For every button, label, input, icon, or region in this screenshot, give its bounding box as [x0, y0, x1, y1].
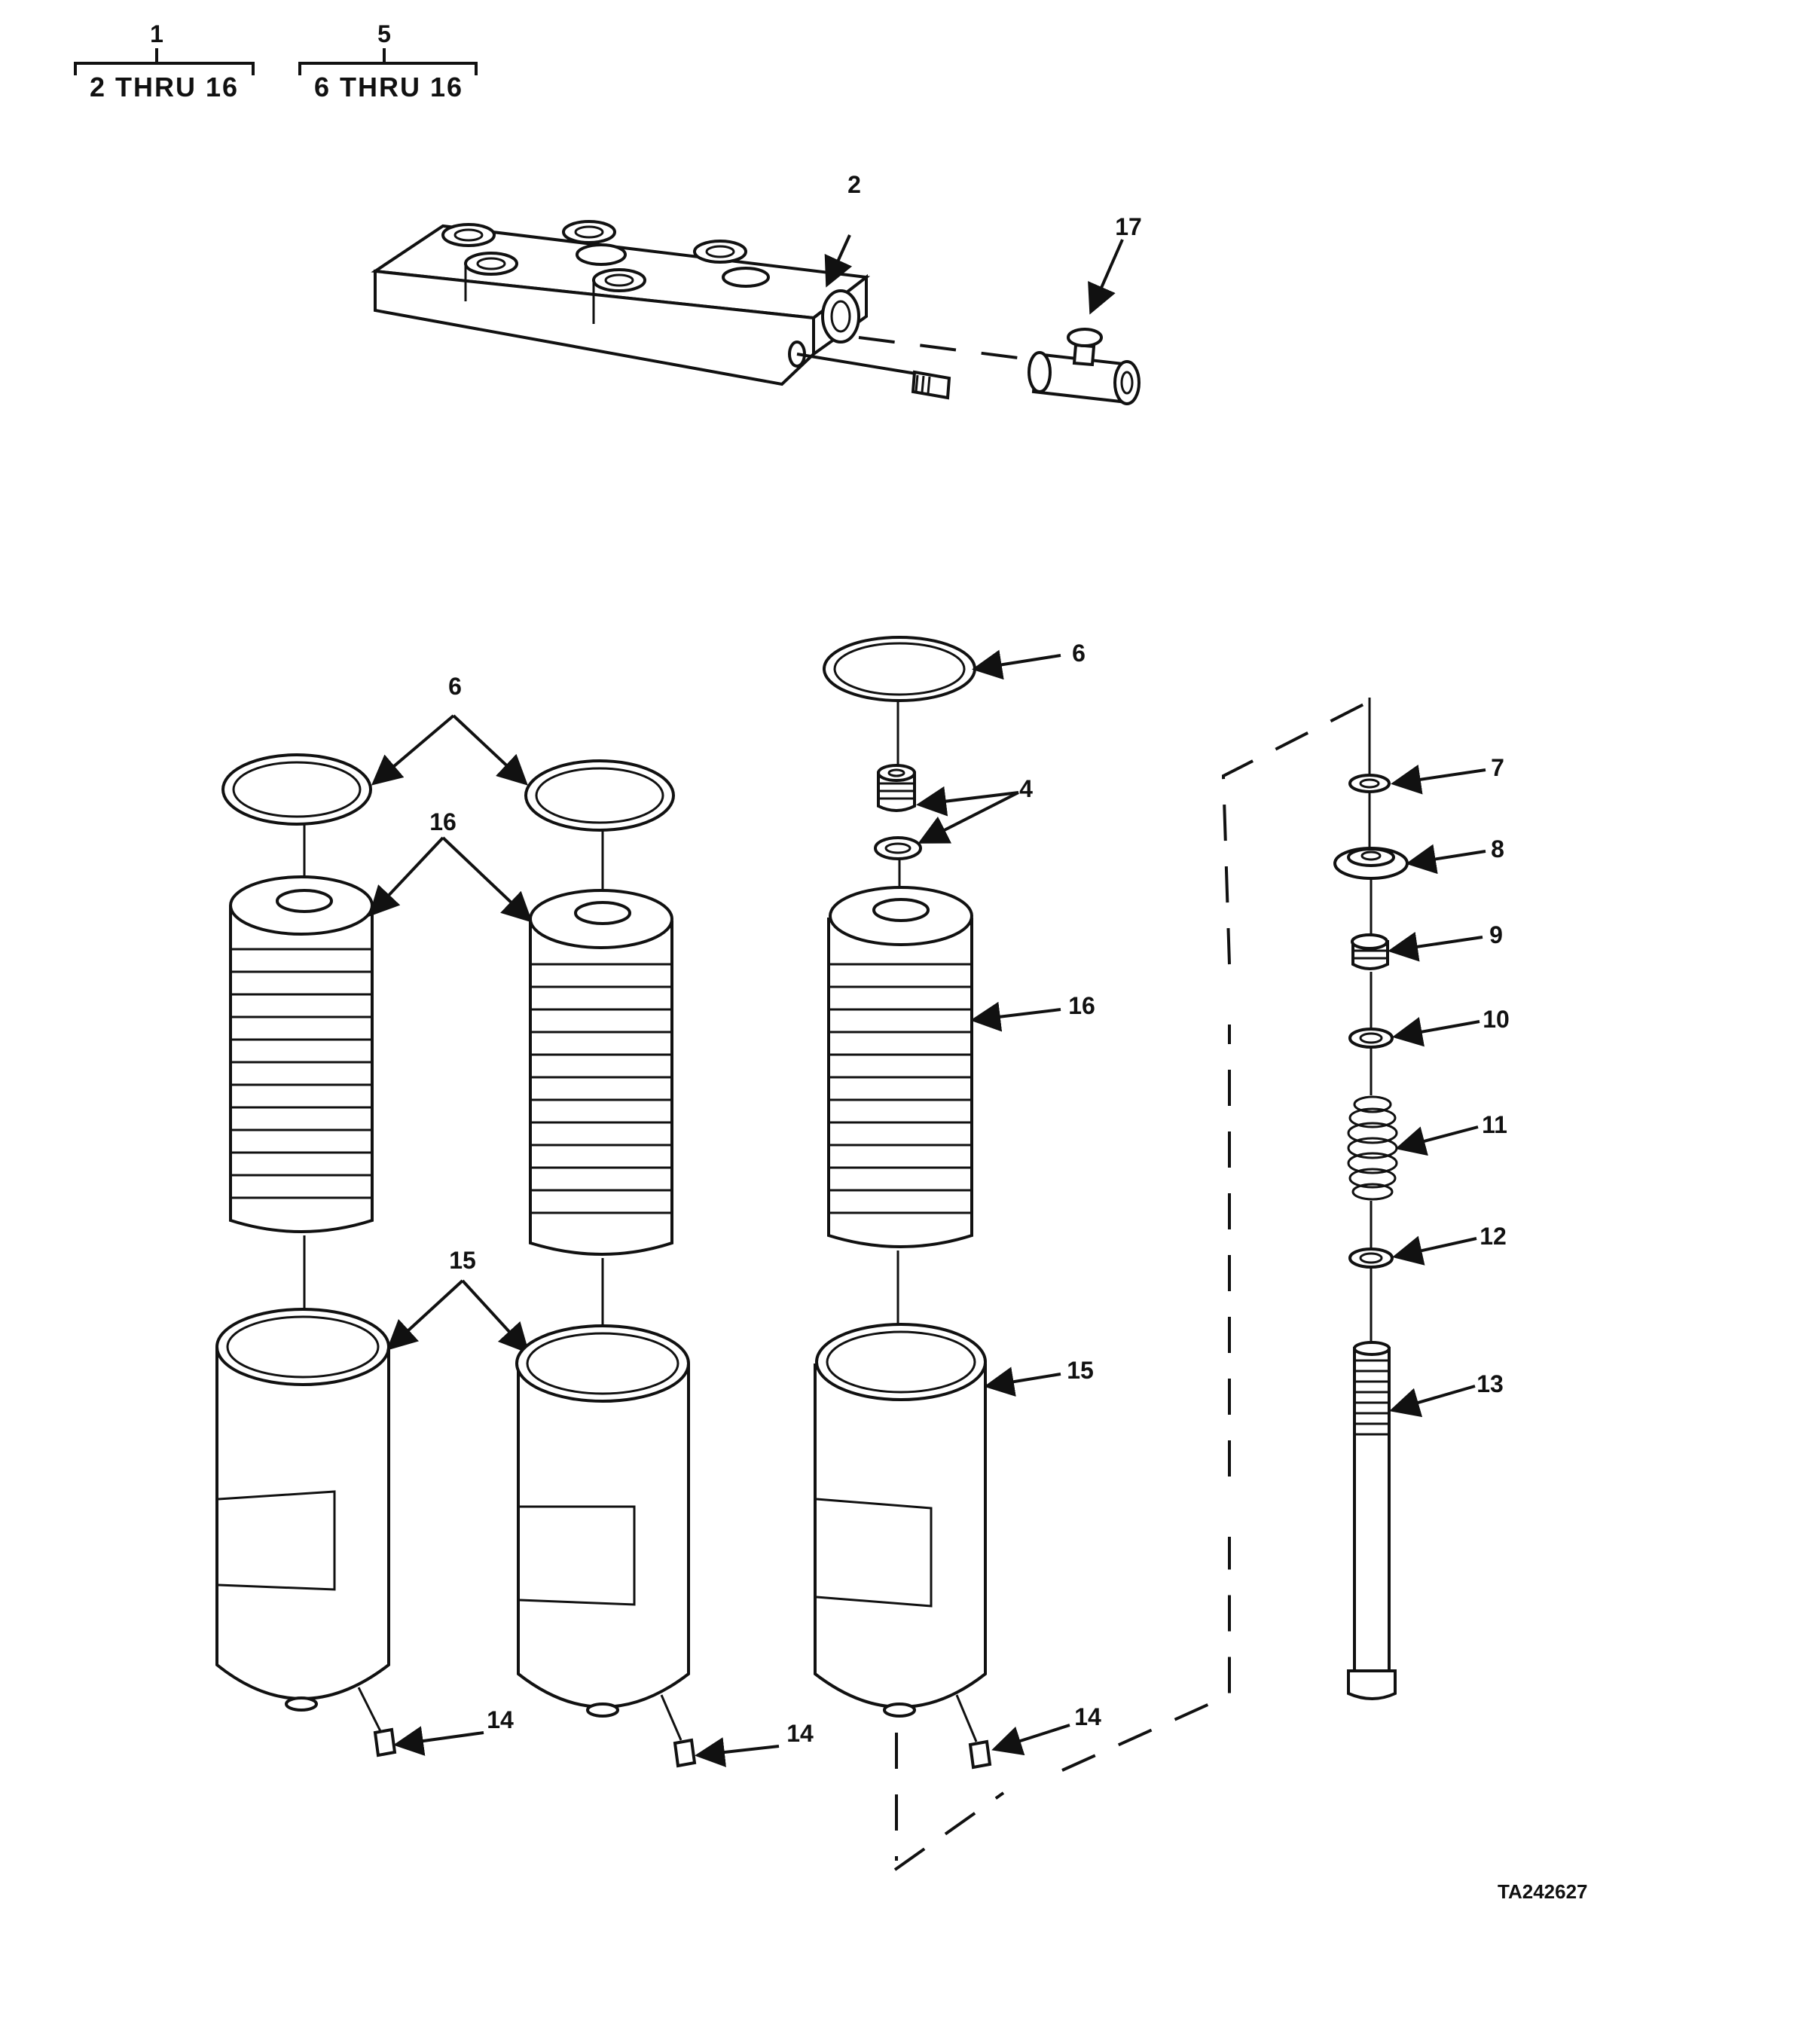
callout-11: 11 [1482, 1111, 1507, 1138]
header-bracket-group-1: 1 2 THRU 16 [74, 20, 255, 102]
bracket-range-1: 2 THRU 16 [90, 72, 239, 102]
filter-assembly-left [215, 753, 397, 1757]
dashed-relation-line [893, 699, 1372, 1871]
filter-assembly-middle [515, 759, 697, 1768]
tee-fitting [858, 328, 1141, 405]
callout-15-left: 15 [449, 1247, 476, 1274]
center-bolt-stack [1333, 698, 1409, 1700]
filter-assembly-right [814, 636, 992, 1861]
filter-head-manifold [371, 220, 871, 386]
bracket-number-5: 5 [377, 20, 391, 47]
callout-2: 2 [847, 171, 861, 198]
callout-12: 12 [1480, 1223, 1507, 1250]
header-bracket-group-5: 5 6 THRU 16 [298, 20, 478, 102]
callout-10: 10 [1483, 1006, 1510, 1033]
callout-16-left: 16 [429, 808, 457, 835]
callout-9: 9 [1489, 921, 1503, 948]
bracket-number-1: 1 [150, 20, 163, 47]
pipe-plug [796, 353, 951, 400]
callout-17: 17 [1115, 213, 1142, 240]
callout-7: 7 [1491, 754, 1504, 781]
callout-4: 4 [1019, 775, 1033, 802]
callout-6-right: 6 [1072, 640, 1086, 667]
callout-6-left: 6 [448, 673, 462, 700]
callout-8: 8 [1491, 835, 1504, 863]
callout-13: 13 [1476, 1370, 1504, 1397]
callout-15-right: 15 [1067, 1357, 1094, 1384]
callout-16-right: 16 [1068, 992, 1095, 1019]
bracket-range-5: 6 THRU 16 [314, 72, 463, 102]
callout-14-c: 14 [1074, 1703, 1101, 1730]
figure-id: TA242627 [1498, 1880, 1588, 1903]
callout-14-a: 14 [487, 1706, 514, 1733]
callout-14-b: 14 [786, 1720, 814, 1747]
